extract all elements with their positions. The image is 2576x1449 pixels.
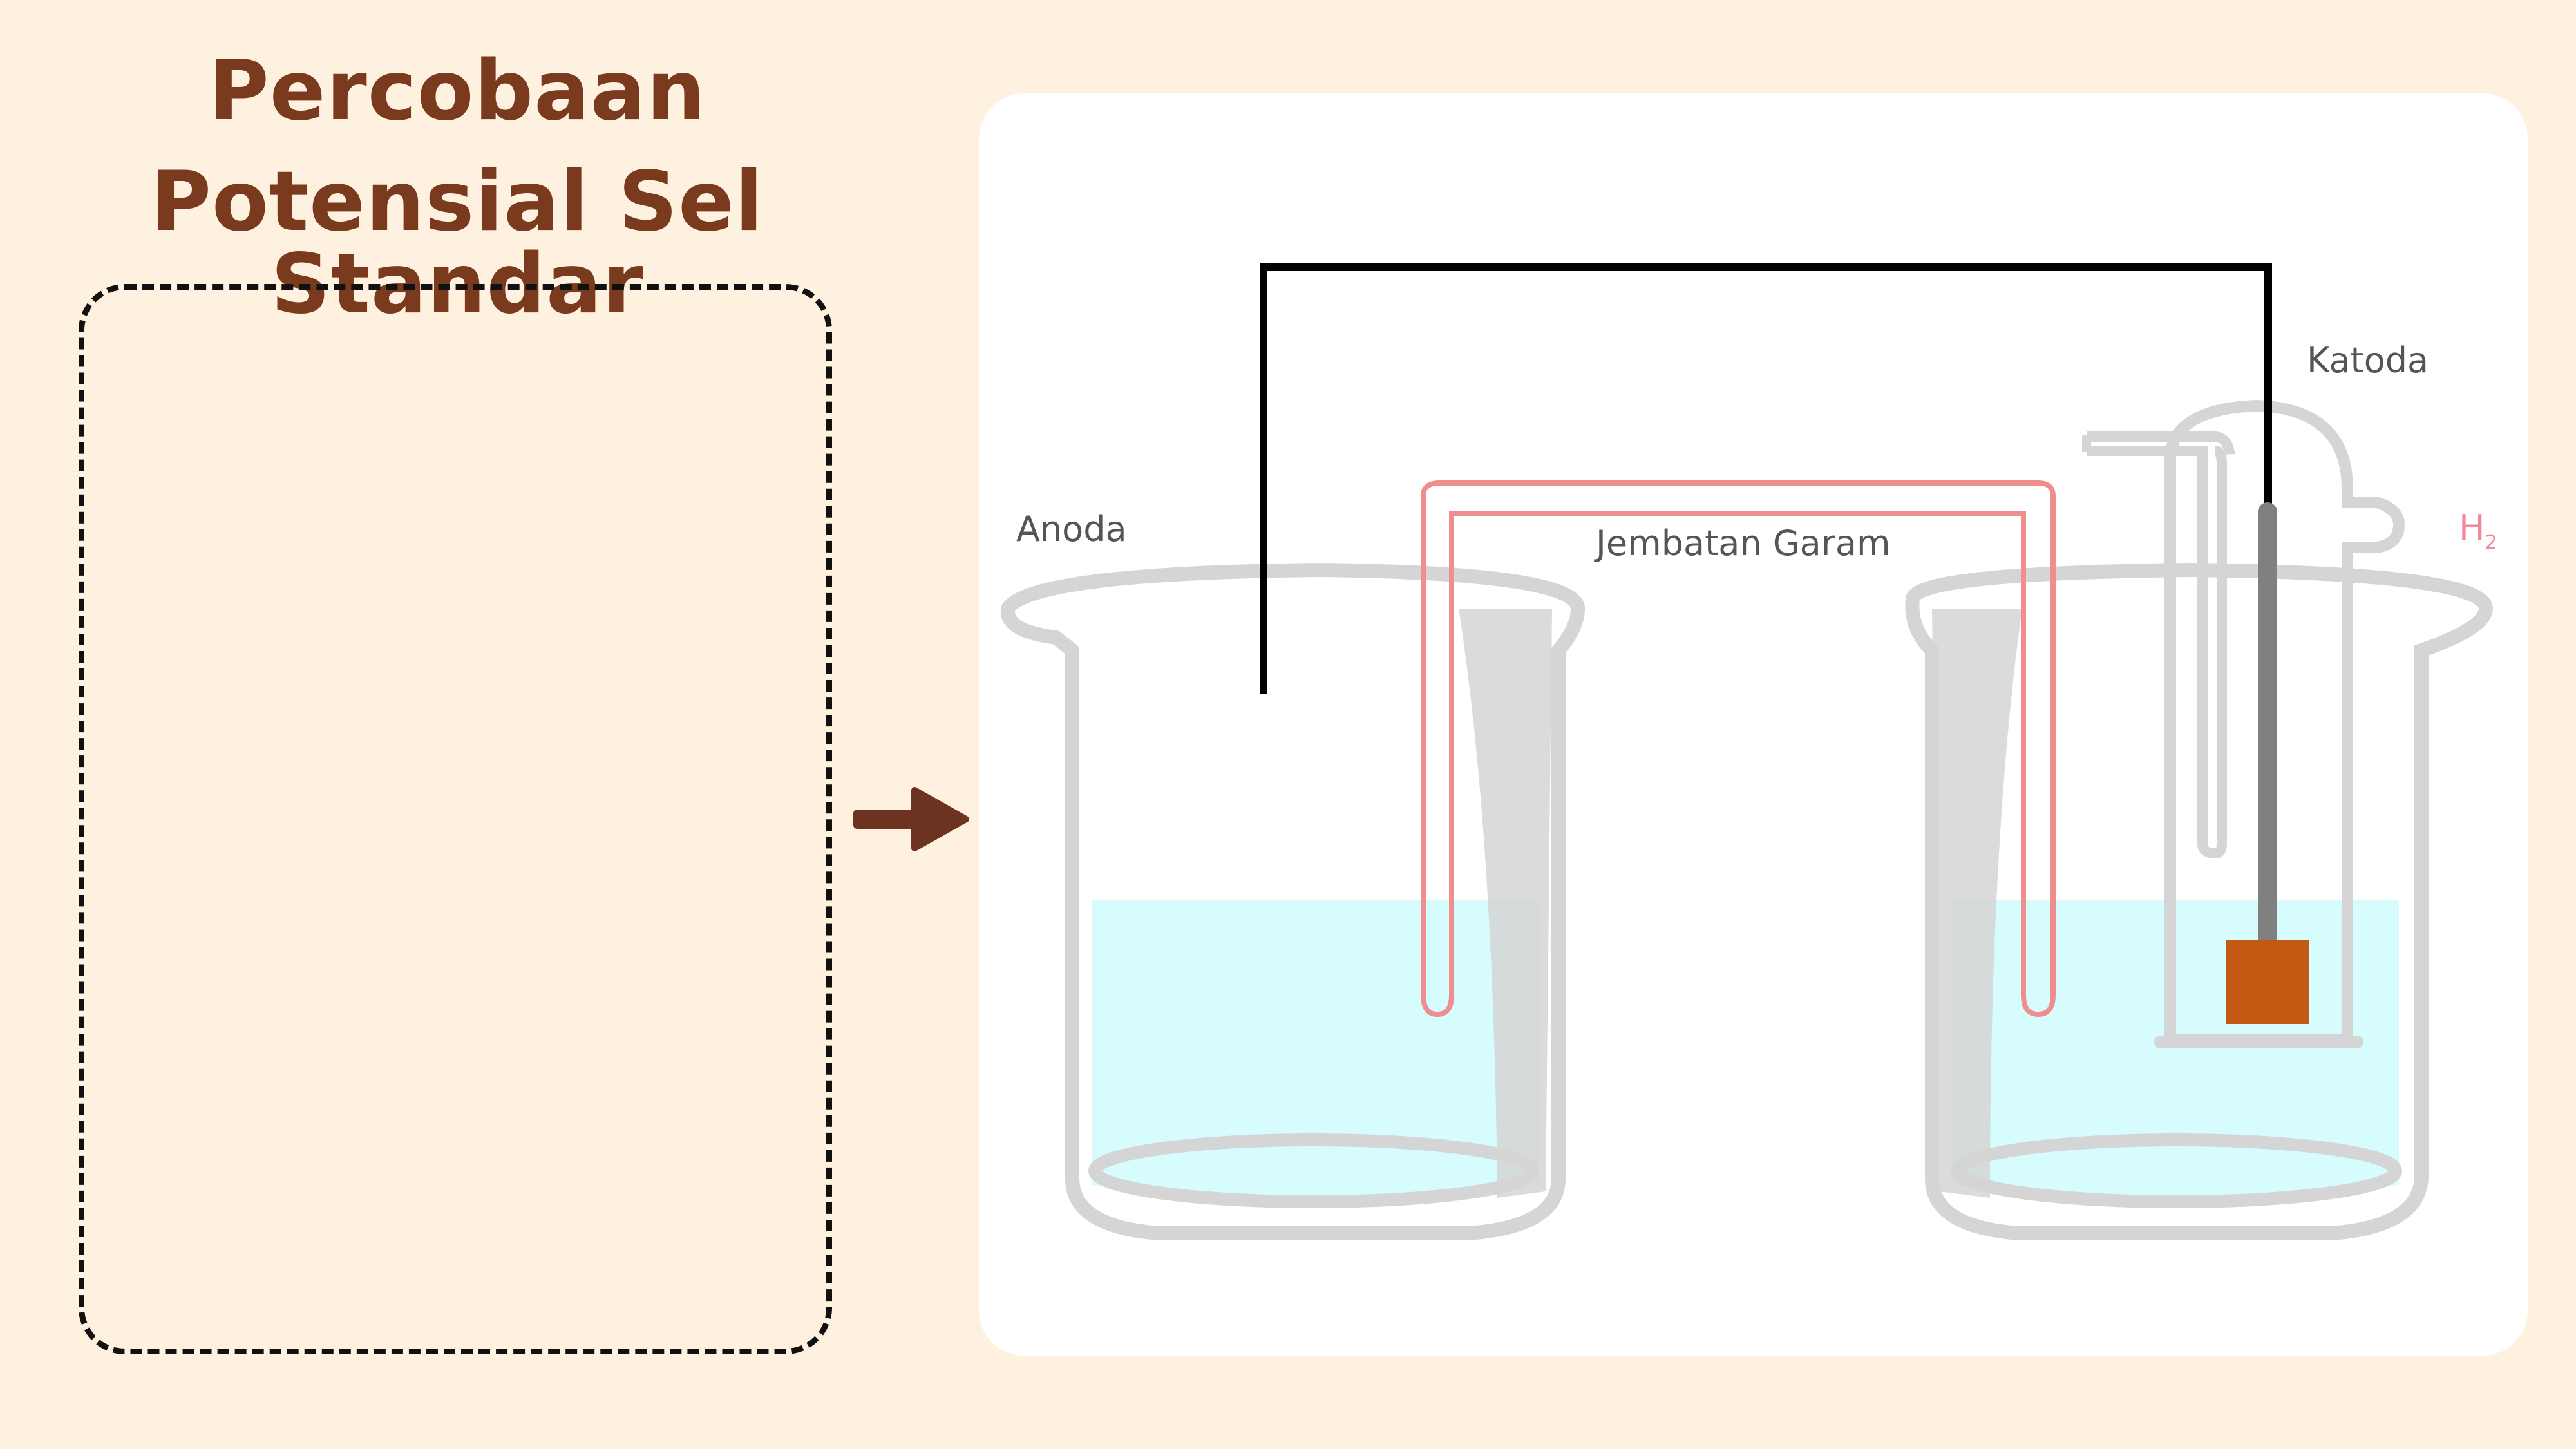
- left-beaker: [1000, 562, 1586, 1240]
- left-beaker-solution: [1092, 900, 1539, 1198]
- empty-dashed-placeholder: [79, 284, 832, 1354]
- left-beaker-glass: [1000, 562, 1586, 1240]
- anode-label: Anoda: [1016, 509, 1127, 549]
- page-title-line-1: Percobaan: [208, 43, 706, 139]
- platinum-electrode: [2226, 940, 2309, 1024]
- salt-bridge-label: Jembatan Garam: [1594, 523, 1891, 564]
- right-arrow-icon: [853, 787, 969, 851]
- hydrogen-electrode-tube: [2082, 399, 2405, 1048]
- salt-bridge: [1421, 480, 2056, 1018]
- right-beaker-side-shadow: [1932, 609, 2022, 1198]
- gas-label: H2: [2459, 507, 2497, 554]
- external-wire: [1260, 263, 2272, 694]
- cathode-label: Katoda: [2307, 340, 2429, 381]
- electrode-rod: [2258, 502, 2277, 953]
- gas-inlet-tube: [2087, 431, 2235, 455]
- left-beaker-side-shadow: [1459, 609, 1552, 1198]
- right-beaker-glass: [1905, 562, 2494, 1240]
